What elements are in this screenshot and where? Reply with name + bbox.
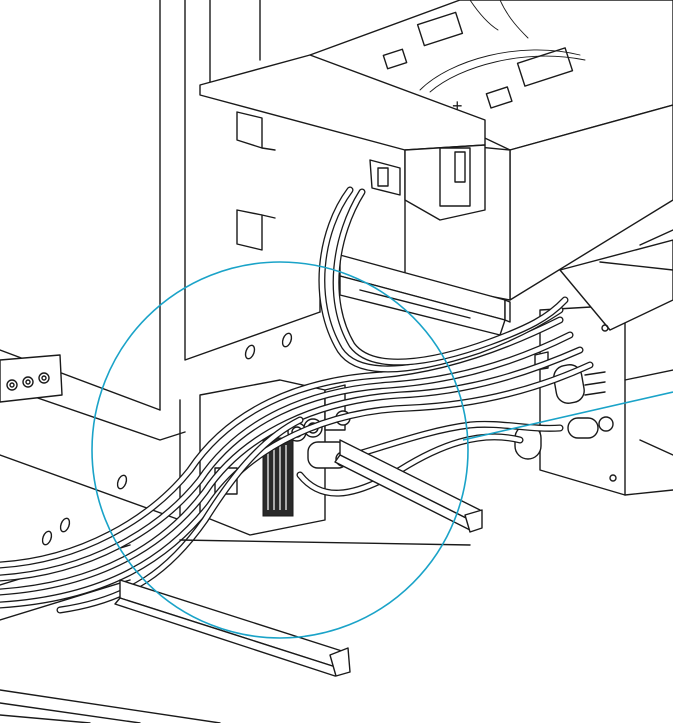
positive-terminal-label: +: [452, 96, 463, 116]
highlight-callout: [91, 261, 673, 639]
mounting-bracket: [199, 54, 486, 251]
terminal-block: [0, 354, 63, 403]
circuit-board: [514, 229, 673, 496]
chassis-back-panel: [0, 0, 321, 621]
front-rails: [0, 439, 483, 723]
heat-sink-fins: [267, 445, 287, 510]
chassis-holes: [41, 332, 293, 546]
callout-leader-line: [462, 391, 673, 441]
highlight-circle: [91, 261, 469, 639]
